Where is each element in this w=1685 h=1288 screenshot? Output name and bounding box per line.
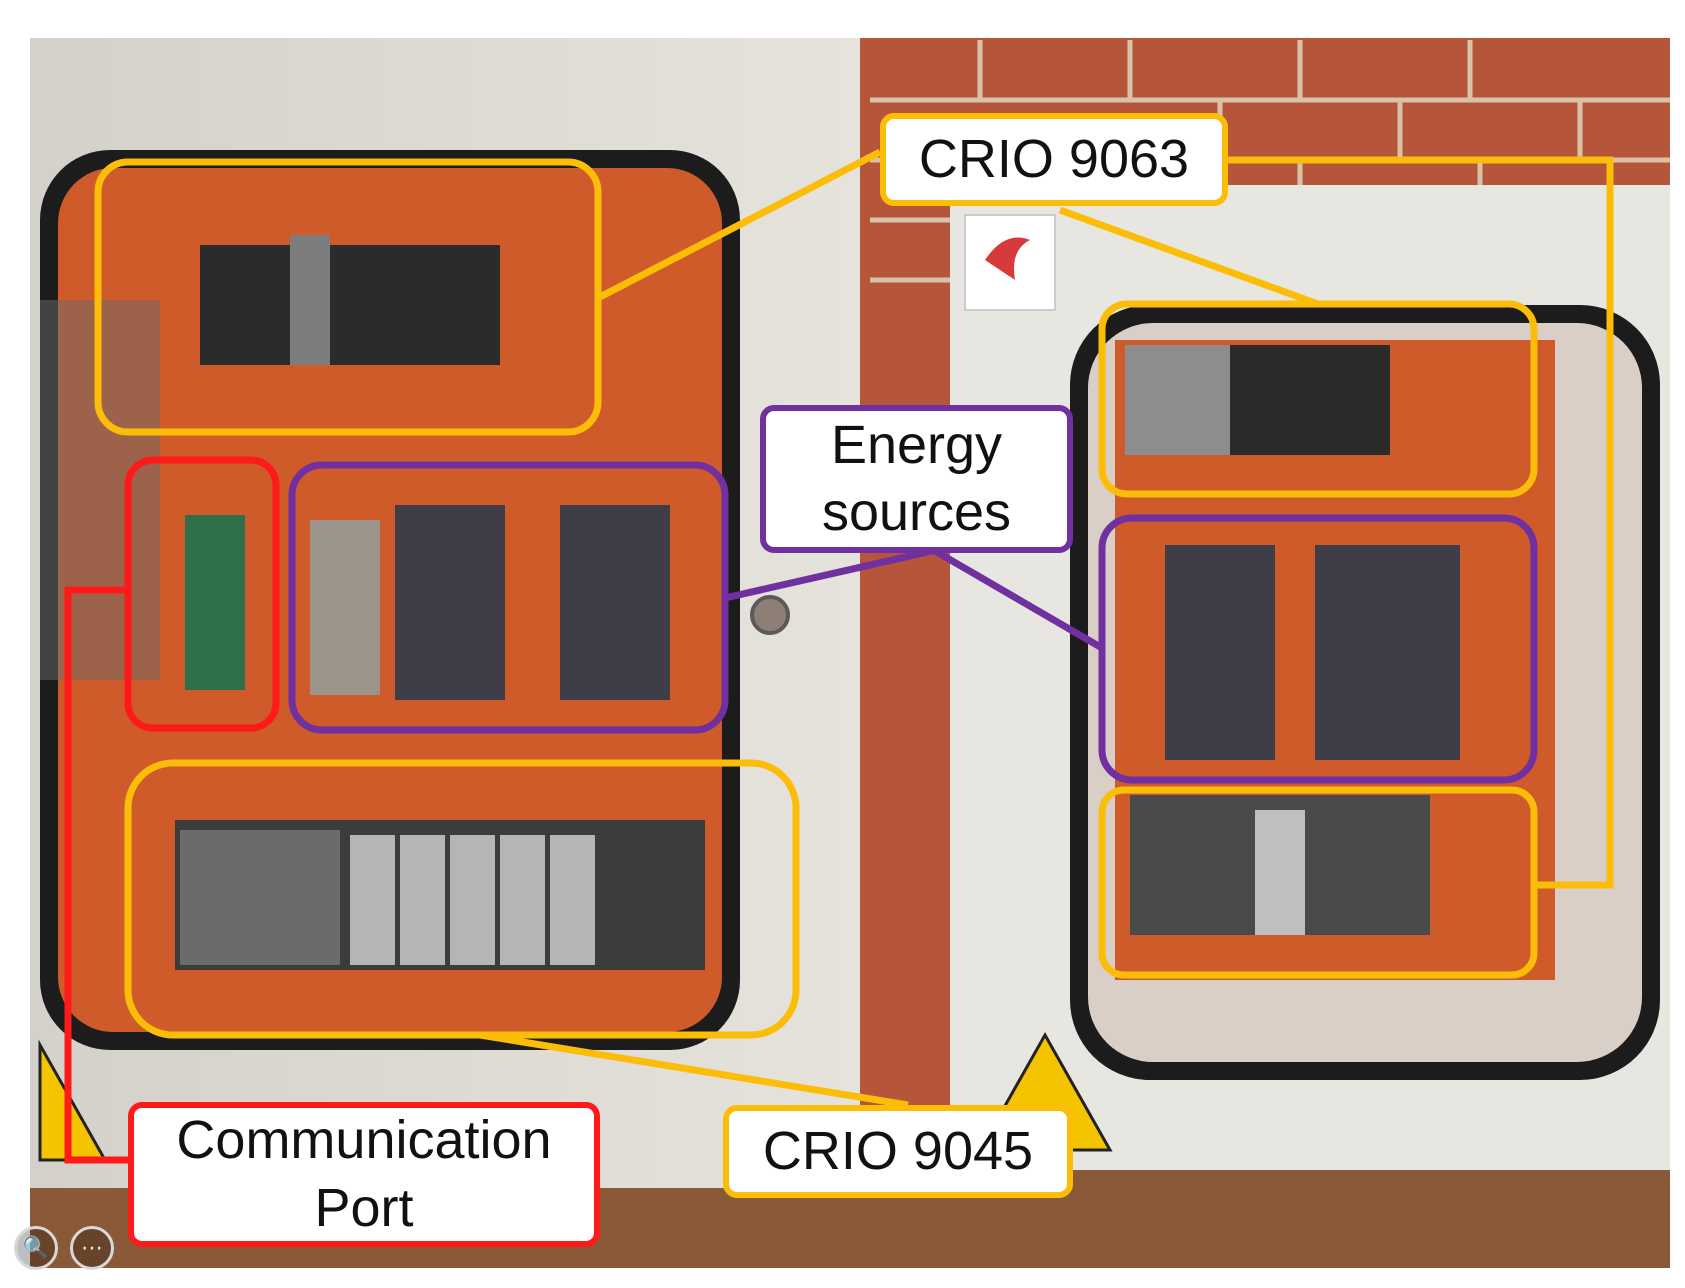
left-cabinet xyxy=(30,38,860,1188)
magnifier-icon[interactable]: 🔍 xyxy=(14,1226,58,1270)
energy-sources-label: Energy sources xyxy=(760,405,1073,553)
connector-communication xyxy=(64,586,128,1164)
communication-port-label: Communication Port xyxy=(128,1102,600,1247)
communication-box xyxy=(124,456,280,732)
connector-9063-right xyxy=(1058,206,1320,308)
energy-box-right xyxy=(1098,514,1538,784)
crio-9063-label: CRIO 9063 xyxy=(880,113,1228,206)
more-options-icon[interactable]: ⋯ xyxy=(70,1226,114,1270)
connector-energy-left xyxy=(724,544,946,602)
connector-9063-bracket xyxy=(1228,156,1614,889)
connector-9045 xyxy=(479,1031,909,1109)
right-cabinet xyxy=(950,185,1670,1170)
connector-9063-left xyxy=(596,148,882,302)
connector-energy-right xyxy=(928,544,1104,652)
crio-9045-box-left xyxy=(124,759,800,1039)
crio-9045-label: CRIO 9045 xyxy=(723,1105,1073,1198)
